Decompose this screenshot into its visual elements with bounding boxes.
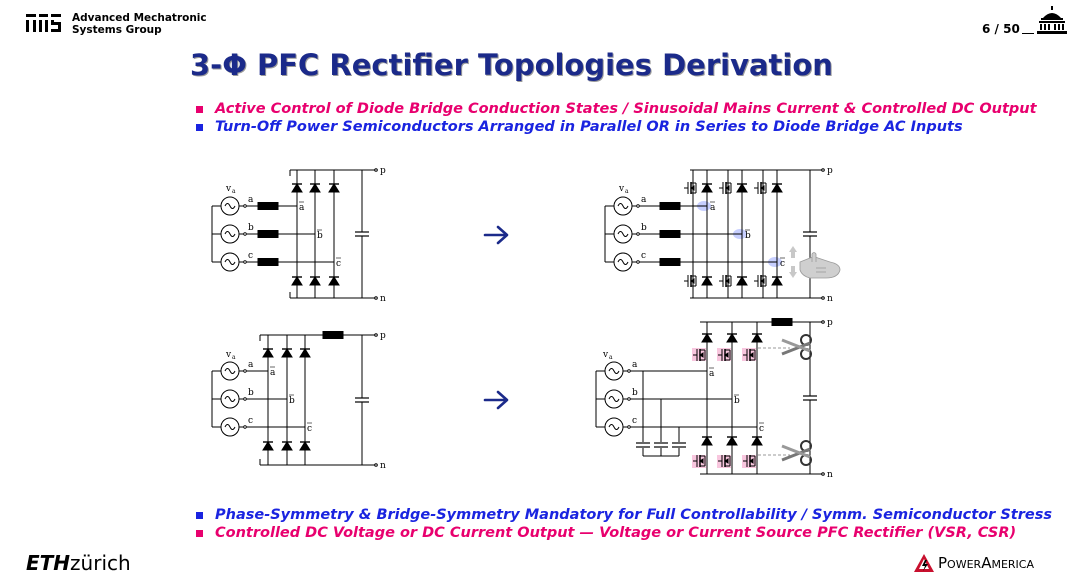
label-c: c <box>632 416 637 426</box>
label-a: a <box>248 360 254 370</box>
eth-building-icon <box>1037 6 1067 34</box>
label-va: v <box>602 350 609 360</box>
eth-logo-bold: ETH <box>26 551 71 575</box>
eth-logo-rest: zürich <box>70 551 131 575</box>
bullet-top-1: Active Control of Diode Bridge Conductio… <box>196 101 1037 117</box>
bullet-bottom-2: Controlled DC Voltage or DC Current Outp… <box>196 525 1016 541</box>
label-va-sub: a <box>625 188 629 195</box>
derivation-arrow-bottom <box>483 390 509 410</box>
group-name-line2: Systems Group <box>72 24 162 36</box>
bullet-square-icon <box>196 511 203 519</box>
label-a-bar: a <box>299 203 305 213</box>
label-p: p <box>827 166 833 176</box>
label-n: n <box>827 470 833 480</box>
label-a: a <box>641 195 647 205</box>
eth-zurich-logo: ETHzürich <box>26 551 131 575</box>
label-n: n <box>380 461 386 471</box>
label-b-bar: b <box>317 231 323 241</box>
label-va-sub: a <box>232 188 236 195</box>
circuit-diode-bridge-csr <box>211 331 378 467</box>
label-c: c <box>248 251 253 261</box>
bullet-text: Active Control of Diode Bridge Conductio… <box>215 101 1037 117</box>
label-c: c <box>641 251 646 261</box>
label-b: b <box>632 388 638 398</box>
page-number: 6 / 50 <box>982 22 1020 36</box>
group-name-line1: Advanced Mechatronic <box>72 12 207 24</box>
bullet-text: Turn-Off Power Semiconductors Arranged i… <box>215 119 963 135</box>
label-c-bar: c <box>759 424 764 434</box>
label-c-bar: c <box>336 259 341 269</box>
label-b: b <box>641 223 647 233</box>
slide-title: 3-Φ PFC Rectifier Topologies Derivation <box>190 48 833 82</box>
scissors-icon-bottom <box>780 439 813 467</box>
bullet-text: Controlled DC Voltage or DC Current Outp… <box>215 525 1017 541</box>
poweramerica-text-part2: America <box>981 554 1034 572</box>
label-a: a <box>632 360 638 370</box>
label-va-sub: a <box>609 354 613 361</box>
label-c-bar: c <box>307 424 312 434</box>
bullet-square-icon <box>196 529 203 537</box>
label-p: p <box>380 166 386 176</box>
label-b-bar: b <box>289 396 295 406</box>
circuit-diode-bridge-vsr <box>211 168 378 300</box>
label-n: n <box>380 294 386 304</box>
label-va-sub: a <box>232 354 236 361</box>
label-c: c <box>248 416 253 426</box>
bullet-square-icon <box>196 123 203 131</box>
poweramerica-triangle-icon <box>914 554 934 572</box>
page-number-underline <box>1022 33 1034 34</box>
label-p: p <box>380 331 386 341</box>
label-va: v <box>618 184 625 194</box>
bullet-text: Phase-Symmetry & Bridge-Symmetry Mandato… <box>215 507 1052 523</box>
label-b: b <box>248 223 254 233</box>
hand-control-icon <box>789 246 841 279</box>
label-a-bar: a <box>709 369 715 379</box>
label-b-bar: b <box>734 396 740 406</box>
label-b-bar: b <box>745 231 751 241</box>
group-name: Advanced Mechatronic Systems Group <box>72 12 207 36</box>
bullet-square-icon <box>196 105 203 113</box>
scissors-icon-top <box>780 333 813 361</box>
label-a-bar: a <box>710 203 716 213</box>
poweramerica-text-part1: Power <box>938 554 982 572</box>
derivation-arrow-top <box>483 225 509 245</box>
label-b: b <box>248 388 254 398</box>
label-va: v <box>225 350 232 360</box>
circuit-vsr-switches <box>604 168 825 300</box>
circuit-csr-switches <box>595 318 825 476</box>
label-c-bar: c <box>780 259 785 269</box>
label-a-bar: a <box>270 368 276 378</box>
label-a: a <box>248 195 254 205</box>
bullet-bottom-1: Phase-Symmetry & Bridge-Symmetry Mandato… <box>196 507 1052 523</box>
aes-logo-icon <box>26 14 61 32</box>
label-va: v <box>225 184 232 194</box>
label-p: p <box>827 318 833 328</box>
label-n: n <box>827 294 833 304</box>
bullet-top-2: Turn-Off Power Semiconductors Arranged i… <box>196 119 963 135</box>
